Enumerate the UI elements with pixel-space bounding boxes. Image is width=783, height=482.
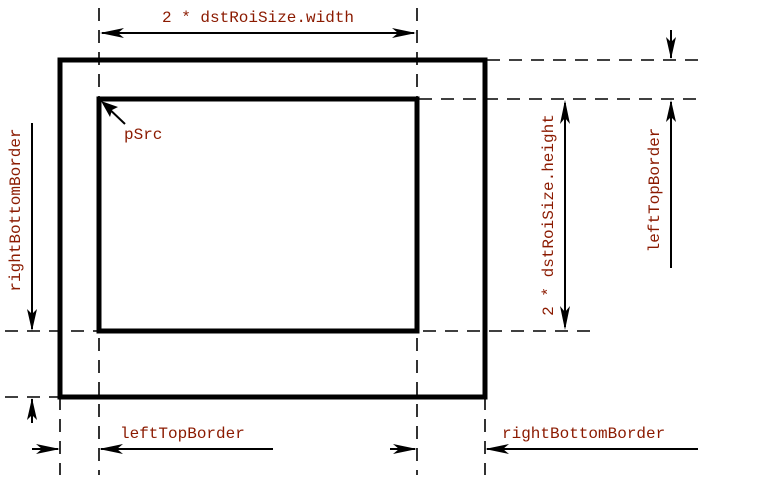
arrow-down-icon — [27, 309, 37, 331]
arrow-right-icon — [393, 444, 417, 454]
label-bottom-rightbottomborder: rightBottomBorder — [502, 425, 665, 443]
label-bottom-lefttopborder: leftTopBorder — [120, 425, 245, 443]
bottom-right-dimension — [390, 444, 698, 454]
right-border-dimension — [666, 30, 676, 268]
arrow-up-icon — [560, 100, 570, 124]
arrow-down-icon — [560, 306, 570, 330]
arrow-right-icon — [392, 28, 416, 38]
label-left-rightbottomborder: rightBottomBorder — [7, 128, 25, 291]
arrow-right-icon — [36, 444, 60, 454]
width-dimension — [100, 28, 416, 38]
arrow-left-icon — [99, 444, 123, 454]
height-dimension — [560, 100, 570, 330]
arrow-pointer-icon — [101, 101, 118, 117]
bottom-left-dimension — [32, 444, 273, 454]
left-border-dimension — [27, 123, 37, 423]
arrow-up-icon — [27, 398, 37, 420]
arrow-left-icon — [100, 28, 124, 38]
arrow-up-icon — [666, 100, 676, 122]
label-right-lefttopborder: leftTopBorder — [646, 128, 664, 253]
arrow-left-icon — [485, 444, 509, 454]
label-height: 2 * dstRoiSize.height — [540, 114, 558, 316]
psrc-pointer — [101, 101, 126, 125]
label-width: 2 * dstRoiSize.width — [162, 9, 354, 27]
arrow-down-icon — [666, 37, 676, 59]
label-psrc: pSrc — [124, 126, 162, 144]
outer-rectangle — [57, 57, 488, 400]
